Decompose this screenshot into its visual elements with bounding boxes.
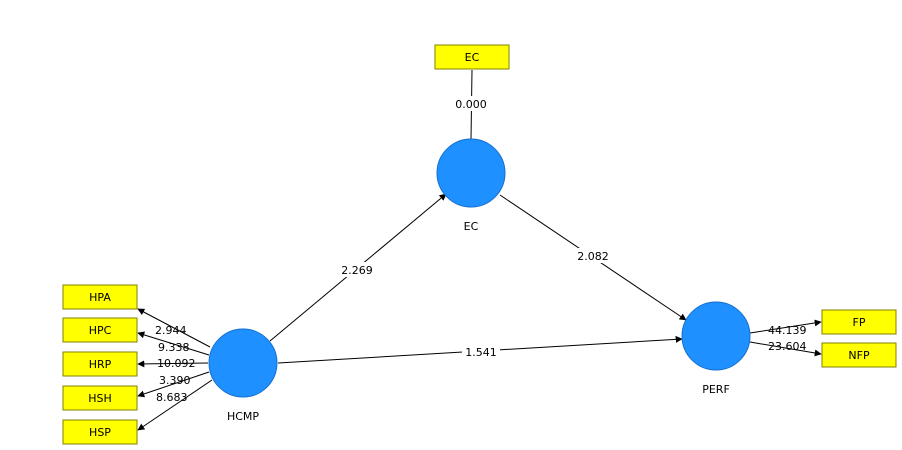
path-hcmp-ec-value: 2.269 bbox=[341, 264, 373, 277]
loading-hsp: 8.683 bbox=[156, 391, 188, 404]
edge-perf-fp bbox=[749, 319, 822, 334]
path-ec-perf-value: 2.082 bbox=[577, 250, 609, 263]
edge-hcmp-hpc bbox=[137, 331, 210, 356]
indicator-fp-label: FP bbox=[853, 316, 866, 329]
loading-hsh: 3.390 bbox=[159, 374, 191, 387]
latent-hcmp-label: HCMP bbox=[227, 410, 259, 423]
edge-hcmp-hpa bbox=[137, 308, 211, 348]
latent-perf[interactable] bbox=[681, 301, 751, 371]
edge-hcmp-hrp bbox=[137, 360, 209, 368]
latent-perf-label: PERF bbox=[702, 383, 730, 396]
indicator-hpa[interactable]: HPA bbox=[62, 284, 138, 310]
edge-hcmp-hsp bbox=[137, 379, 213, 431]
indicator-hpc[interactable]: HPC bbox=[62, 317, 138, 343]
loading-fp: 44.139 bbox=[768, 324, 807, 337]
indicator-ec-label: EC bbox=[465, 51, 480, 64]
indicator-hsp[interactable]: HSP bbox=[62, 419, 138, 445]
indicator-nfp-label: NFP bbox=[848, 349, 870, 362]
indicator-nfp[interactable]: NFP bbox=[821, 342, 897, 368]
indicator-hsh[interactable]: HSH bbox=[62, 385, 138, 411]
indicator-hrp[interactable]: HRP bbox=[62, 351, 138, 377]
latent-ec[interactable] bbox=[436, 138, 506, 208]
indicator-hpc-label: HPC bbox=[89, 324, 112, 337]
edge-hcmp-hsh bbox=[137, 371, 210, 398]
loading-ec-ec: 0.000 bbox=[455, 98, 487, 111]
loading-nfp: 23.604 bbox=[768, 340, 807, 353]
latent-ec-label: EC bbox=[464, 220, 479, 233]
indicator-fp[interactable]: FP bbox=[821, 309, 897, 335]
latent-hcmp[interactable] bbox=[208, 328, 278, 398]
loading-hpa: 2.944 bbox=[155, 324, 187, 337]
loading-hpc: 9.338 bbox=[158, 341, 190, 354]
indicator-hsh-label: HSH bbox=[88, 392, 112, 405]
indicator-hrp-label: HRP bbox=[89, 358, 112, 371]
indicator-hpa-label: HPA bbox=[89, 291, 111, 304]
indicator-ec[interactable]: EC bbox=[434, 44, 510, 70]
loading-hrp: 10.092 bbox=[157, 357, 196, 370]
path-hcmp-perf-value: 1.541 bbox=[465, 346, 497, 359]
indicator-hsp-label: HSP bbox=[89, 426, 111, 439]
path-labels: 0.000 2.269 2.082 1.541 2.944 9.338 10.0… bbox=[155, 96, 807, 404]
edge-perf-nfp bbox=[749, 341, 822, 357]
